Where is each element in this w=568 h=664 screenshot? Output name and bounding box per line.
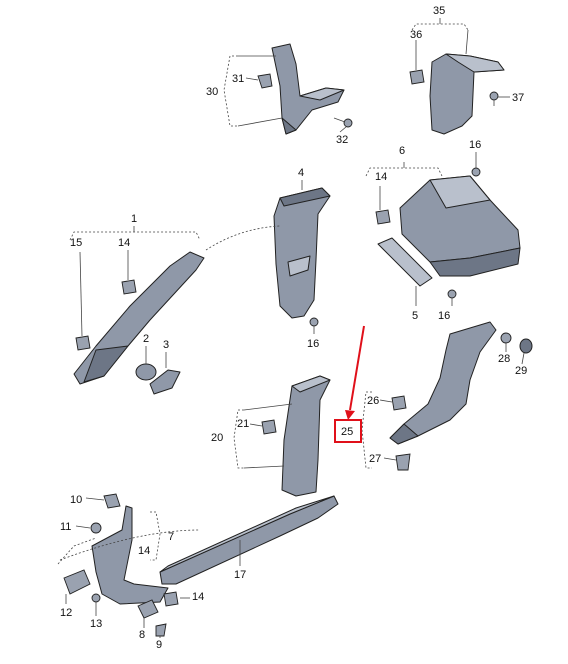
clip-27	[395, 453, 411, 471]
part-3-tweeter-cover	[149, 369, 181, 395]
callout-12: 12	[60, 607, 72, 619]
clip-31	[257, 73, 273, 89]
highlight-arrowhead	[345, 410, 355, 420]
part-35-rear-upper-trim	[429, 53, 505, 135]
callout-14-bottom-left: 14	[138, 545, 150, 557]
callout-16-top-right: 16	[469, 139, 481, 151]
callout-16-center: 16	[307, 338, 319, 350]
part-4-b-pillar-trim	[273, 187, 331, 319]
callout-30: 30	[206, 86, 218, 98]
callout-14-left: 14	[118, 237, 130, 249]
part-30-upper-pillar-trim	[271, 43, 345, 135]
callout-27: 27	[369, 453, 381, 465]
part-17-sill-trim	[159, 495, 339, 585]
callout-4: 4	[298, 167, 304, 179]
callout-10: 10	[70, 494, 82, 506]
callout-35: 35	[433, 5, 445, 17]
callout-31: 31	[232, 73, 244, 85]
screw-28	[500, 332, 512, 344]
callout-36: 36	[410, 29, 422, 41]
clip-26	[391, 395, 407, 411]
part-7-footwell-trim	[91, 505, 169, 605]
highlight-box-25	[334, 419, 362, 443]
part-20-b-pillar-lower-trim	[281, 375, 331, 497]
callout-11: 11	[60, 521, 71, 533]
callout-8: 8	[139, 629, 145, 641]
callout-26: 26	[367, 395, 379, 407]
callout-3: 3	[163, 339, 169, 351]
screw-37	[489, 91, 499, 106]
clip-36	[409, 69, 425, 85]
part-25-c-pillar-lower-trim	[389, 321, 497, 445]
clip-14-bottom	[163, 591, 179, 607]
part-5-sill-strip	[377, 237, 433, 287]
screw-16-bottom-right	[447, 289, 457, 299]
part-2-speaker-cover	[135, 363, 157, 381]
highlight-arrow	[349, 325, 365, 411]
callout-15: 15	[70, 237, 82, 249]
clip-15	[75, 335, 91, 351]
clip-21	[261, 419, 277, 435]
nut-9	[155, 623, 167, 637]
screw-16-center	[309, 317, 319, 327]
clip-8	[137, 599, 159, 619]
cap-29	[519, 338, 533, 354]
callout-14-mid-right: 14	[375, 171, 387, 183]
callout-5: 5	[412, 310, 418, 322]
callout-1: 1	[131, 213, 137, 225]
clip-11	[90, 522, 102, 534]
part-1-a-pillar-trim	[73, 251, 205, 385]
callout-17: 17	[234, 569, 246, 581]
callout-25: 25	[341, 426, 353, 438]
callout-28: 28	[498, 353, 510, 365]
callout-2: 2	[143, 333, 149, 345]
callout-9: 9	[156, 639, 162, 651]
part-6-rear-side-trim	[399, 175, 521, 277]
clip-14-mid-right	[375, 209, 391, 225]
callout-37: 37	[512, 92, 524, 104]
callout-20: 20	[211, 432, 223, 444]
callout-32: 32	[336, 134, 348, 146]
screw-13	[91, 593, 101, 603]
callout-7: 7	[168, 531, 174, 543]
clip-10	[103, 493, 121, 509]
callout-14-bottom-right: 14	[192, 591, 204, 603]
screw-32	[333, 117, 353, 128]
callout-13: 13	[90, 618, 102, 630]
callout-21: 21	[237, 418, 249, 430]
callout-29: 29	[515, 365, 527, 377]
callout-16-bottom-right: 16	[438, 310, 450, 322]
bracket-12	[63, 569, 91, 595]
callout-6: 6	[399, 145, 405, 157]
clip-14-left	[121, 279, 137, 295]
screw-16-top-right	[471, 167, 481, 177]
